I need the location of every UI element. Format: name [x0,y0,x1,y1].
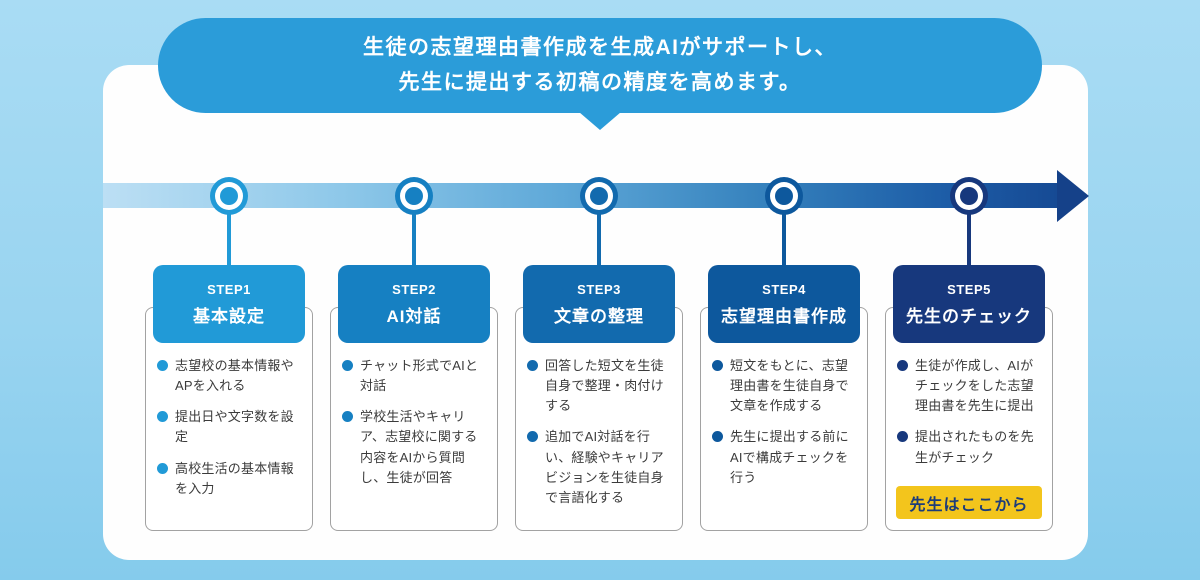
step-label: STEP5 [947,281,991,297]
banner-line-1: 生徒の志望理由書作成を生成AIがサポートし、 [363,36,837,60]
bullet-item: 高校生活の基本情報を入力 [157,459,302,499]
bullet-text: 先生に提出する前にAIで構成チェックを行う [730,429,849,485]
bullet-item: 先生に提出する前にAIで構成チェックを行う [712,427,857,487]
bullet-dot-icon [342,411,353,423]
bullet-item: 回答した短文を生徒自身で整理・肉付けする [527,356,672,416]
bullet-item: 生徒が作成し、AIがチェックをした志望理由書を先生に提出 [897,356,1042,416]
bullet-item: 短文をもとに、志望理由書を生徒自身で文章を作成する [712,356,857,416]
bullet-dot-icon [712,431,723,443]
timeline-arrowhead-icon [1057,170,1089,222]
timeline-node-icon [950,177,988,215]
step-title: 基本設定 [193,306,265,326]
step-label: STEP4 [762,281,806,297]
bullet-text: 短文をもとに、志望理由書を生徒自身で文章を作成する [730,358,849,414]
step-card-2: STEP2 AI対話 チャット形式でAIと対話 学校生活やキャリア、志望校に関す… [330,150,498,545]
node-connector [412,212,416,268]
step-header: STEP1 基本設定 [153,265,305,343]
node-connector [597,212,601,268]
timeline-node-icon [210,177,248,215]
step-label: STEP1 [207,281,251,297]
steps-row: STEP1 基本設定 志望校の基本情報やAPを入れる 提出日や文字数を設定 高 [145,150,1055,545]
bullet-item: チャット形式でAIと対話 [342,356,487,396]
timeline-node-icon [580,177,618,215]
bullet-dot-icon [897,431,908,443]
bullet-dot-icon [157,411,168,423]
banner-pointer-icon [579,112,621,130]
step-label: STEP3 [577,281,621,297]
bullet-text: 回答した短文を生徒自身で整理・肉付けする [545,358,664,414]
step-card-3: STEP3 文章の整理 回答した短文を生徒自身で整理・肉付けする 追加でAI対話… [515,150,683,545]
step-card-1: STEP1 基本設定 志望校の基本情報やAPを入れる 提出日や文字数を設定 高 [145,150,313,545]
bullet-text: 提出日や文字数を設定 [175,409,294,445]
teacher-start-button[interactable]: 先生はここから [896,486,1042,519]
step-bullets: 回答した短文を生徒自身で整理・肉付けする 追加でAI対話を行い、経験やキャリアビ… [527,356,672,508]
step-body: 回答した短文を生徒自身で整理・肉付けする 追加でAI対話を行い、経験やキャリアビ… [515,307,683,531]
banner-line-2: 先生に提出する初稿の精度を高めます。 [398,70,802,94]
step-title: 先生のチェック [906,306,1032,326]
timeline-node-icon [395,177,433,215]
bullet-item: 提出されたものを先生がチェック [897,427,1042,467]
step-header: STEP3 文章の整理 [523,265,675,343]
bullet-item: 提出日や文字数を設定 [157,407,302,447]
node-connector [782,212,786,268]
bullet-dot-icon [712,360,723,371]
node-connector [967,212,971,268]
node-connector [227,212,231,268]
bullet-text: 志望校の基本情報やAPを入れる [175,358,294,394]
bullet-text: 高校生活の基本情報を入力 [175,460,294,496]
bullet-text: 追加でAI対話を行い、経験やキャリアビジョンを生徒自身で言語化する [545,429,664,505]
step-title: 文章の整理 [554,306,644,326]
step-bullets: 短文をもとに、志望理由書を生徒自身で文章を作成する 先生に提出する前にAIで構成… [712,356,857,488]
bullet-dot-icon [157,360,168,371]
headline-banner: 生徒の志望理由書作成を生成AIがサポートし、 先生に提出する初稿の精度を高めます… [158,18,1042,130]
bullet-item: 志望校の基本情報やAPを入れる [157,356,302,396]
bullet-text: 学校生活やキャリア、志望校に関する内容をAIから質問し、生徒が回答 [360,409,478,485]
bullet-text: 提出されたものを先生がチェック [915,429,1034,465]
bullet-dot-icon [897,360,908,371]
step-bullets: 志望校の基本情報やAPを入れる 提出日や文字数を設定 高校生活の基本情報を入力 [157,356,302,499]
step-header: STEP5 先生のチェック [893,265,1045,343]
step-title: AI対話 [386,306,442,326]
bullet-dot-icon [527,360,538,371]
bullet-dot-icon [342,360,353,371]
timeline-node-icon [765,177,803,215]
bullet-dot-icon [527,431,538,443]
step-title: 志望理由書作成 [721,306,847,326]
step-card-5: STEP5 先生のチェック 生徒が作成し、AIがチェックをした志望理由書を先生に… [885,150,1053,545]
step-header: STEP2 AI対話 [338,265,490,343]
step-body: 短文をもとに、志望理由書を生徒自身で文章を作成する 先生に提出する前にAIで構成… [700,307,868,531]
bullet-text: チャット形式でAIと対話 [360,358,479,394]
step-body: 生徒が作成し、AIがチェックをした志望理由書を先生に提出 提出されたものを先生が… [885,307,1053,531]
step-header: STEP4 志望理由書作成 [708,265,860,343]
bullet-text: 生徒が作成し、AIがチェックをした志望理由書を先生に提出 [915,358,1034,414]
bullet-item: 学校生活やキャリア、志望校に関する内容をAIから質問し、生徒が回答 [342,407,487,488]
bullet-item: 追加でAI対話を行い、経験やキャリアビジョンを生徒自身で言語化する [527,427,672,508]
step-label: STEP2 [392,281,436,297]
step-body: 志望校の基本情報やAPを入れる 提出日や文字数を設定 高校生活の基本情報を入力 [145,307,313,531]
step-bullets: 生徒が作成し、AIがチェックをした志望理由書を先生に提出 提出されたものを先生が… [897,356,1042,468]
step-bullets: チャット形式でAIと対話 学校生活やキャリア、志望校に関する内容をAIから質問し… [342,356,487,488]
bullet-dot-icon [157,462,168,474]
step-card-4: STEP4 志望理由書作成 短文をもとに、志望理由書を生徒自身で文章を作成する … [700,150,868,545]
